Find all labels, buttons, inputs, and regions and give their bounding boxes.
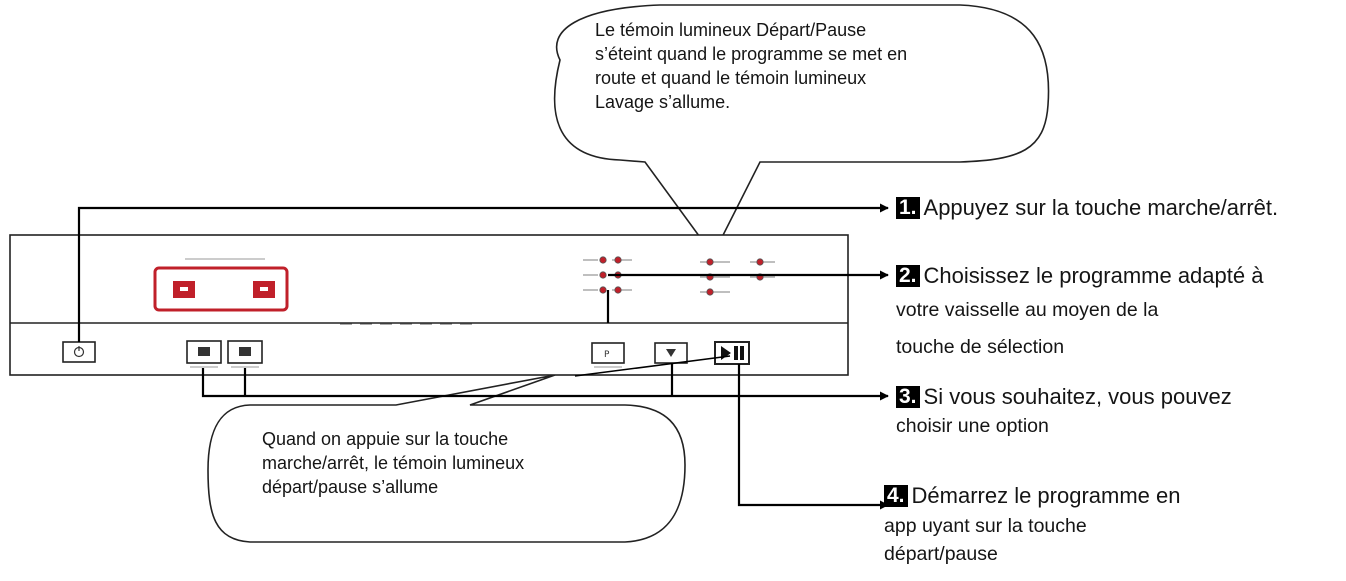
bottom-callout-bubble — [207, 374, 686, 543]
step-text: Choisissez le programme adapté à — [923, 263, 1264, 288]
callout-line: s’éteint quand le programme se met en — [595, 44, 908, 64]
option-icon — [198, 347, 210, 356]
step-text: Démarrez le programme en — [911, 483, 1181, 508]
step-text: votre vaisselle au moyen de la — [896, 299, 1159, 321]
step-text: touche de sélection — [896, 336, 1065, 358]
step-text: Si vous souhaitez, vous pouvez — [923, 384, 1232, 409]
step-text: app uyant sur la touche — [884, 515, 1087, 537]
start-pause-icon — [721, 346, 744, 360]
option-icon — [666, 349, 676, 357]
dishwasher-panel: P — [9, 234, 849, 376]
display-window — [153, 266, 289, 312]
option-button-2[interactable] — [227, 340, 263, 368]
step-text: Appuyez sur la touche marche/arrêt. — [923, 195, 1279, 220]
callout-line: Lavage s’allume. — [595, 92, 731, 112]
top-callout-bubble — [553, 4, 1050, 257]
step-number: 4. — [884, 485, 908, 507]
power-button[interactable] — [62, 341, 96, 363]
arrow-step-4 — [737, 364, 889, 510]
step-number: 3. — [896, 386, 920, 408]
step-number: 1. — [896, 197, 920, 219]
step-number: 2. — [896, 265, 920, 287]
option-icon — [239, 347, 251, 356]
option-button-1[interactable] — [186, 340, 222, 368]
connector-arrows — [77, 203, 889, 510]
program-button[interactable]: P — [591, 342, 625, 368]
step-text: départ/pause — [884, 543, 998, 565]
arrow-step-3 — [201, 368, 889, 401]
callout-line: route et quand le témoin lumineux — [595, 68, 867, 88]
arrow-step-2 — [606, 275, 888, 323]
callout-line: Le témoin lumineux Départ/Pause — [595, 20, 867, 40]
option-button-3[interactable] — [654, 342, 688, 364]
start-pause-button[interactable] — [714, 341, 750, 365]
callout-line: Quand on appuie sur la touche — [262, 429, 509, 449]
callout-line: marche/arrêt, le témoin lumineux — [262, 453, 525, 473]
step-text: choisir une option — [896, 415, 1049, 437]
arrow-step-1 — [77, 203, 889, 342]
program-key-label: P — [604, 350, 610, 360]
callout-line: départ/pause s’allume — [262, 477, 439, 497]
